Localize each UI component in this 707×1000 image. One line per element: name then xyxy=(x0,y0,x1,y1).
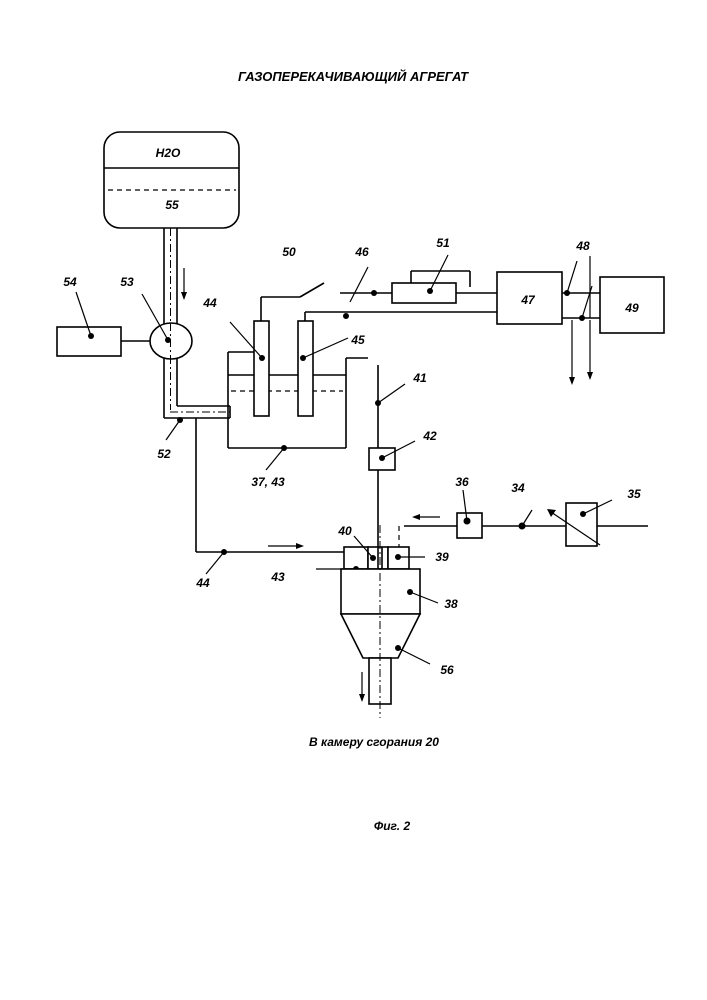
label-36: 36 xyxy=(455,475,469,489)
label-43: 43 xyxy=(270,570,285,584)
motor-54: 54 xyxy=(57,275,150,356)
label-48: 48 xyxy=(575,239,590,253)
label-44-top: 44 xyxy=(202,296,217,310)
label-51: 51 xyxy=(436,236,450,250)
label-39: 39 xyxy=(435,550,449,564)
switch-50: 50 xyxy=(282,245,324,297)
nozzle-assembly: 40 39 38 56 xyxy=(316,524,458,718)
block-47: 47 48 xyxy=(497,239,600,385)
label-45: 45 xyxy=(350,333,365,347)
label-38: 38 xyxy=(444,597,458,611)
label-47: 47 xyxy=(520,293,536,307)
label-52: 52 xyxy=(157,447,171,461)
diagram-title: ГАЗОПЕРЕКАЧИВАЮЩИЙ АГРЕГАТ xyxy=(238,68,469,84)
label-34: 34 xyxy=(511,481,525,495)
label-35: 35 xyxy=(627,487,641,501)
water-tank: H2O 55 xyxy=(104,132,239,228)
figure-label: Фиг. 2 xyxy=(374,819,411,833)
pump-53: 53 xyxy=(120,275,192,359)
label-41: 41 xyxy=(412,371,427,385)
line-41: 41 42 xyxy=(369,365,437,547)
label-40: 40 xyxy=(337,524,352,538)
line-34: 35 34 36 xyxy=(399,475,648,547)
label-37-43: 37, 43 xyxy=(251,475,285,489)
label-50: 50 xyxy=(282,245,296,259)
pipe-43: 52 44 43 xyxy=(157,417,344,590)
label-44-bottom: 44 xyxy=(195,576,210,590)
line-46: 46 51 xyxy=(340,236,497,319)
label-46: 46 xyxy=(354,245,369,259)
label-53: 53 xyxy=(120,275,134,289)
block-49: 49 xyxy=(600,277,664,333)
vessel-37-43: 45 37, 43 xyxy=(228,297,497,489)
label-55: 55 xyxy=(165,198,179,212)
label-54: 54 xyxy=(63,275,77,289)
label-56: 56 xyxy=(440,663,454,677)
caption: В камеру сгорания 20 xyxy=(309,735,439,749)
label-42: 42 xyxy=(422,429,437,443)
tank-label: H2O xyxy=(156,146,181,160)
label-49: 49 xyxy=(624,301,639,315)
